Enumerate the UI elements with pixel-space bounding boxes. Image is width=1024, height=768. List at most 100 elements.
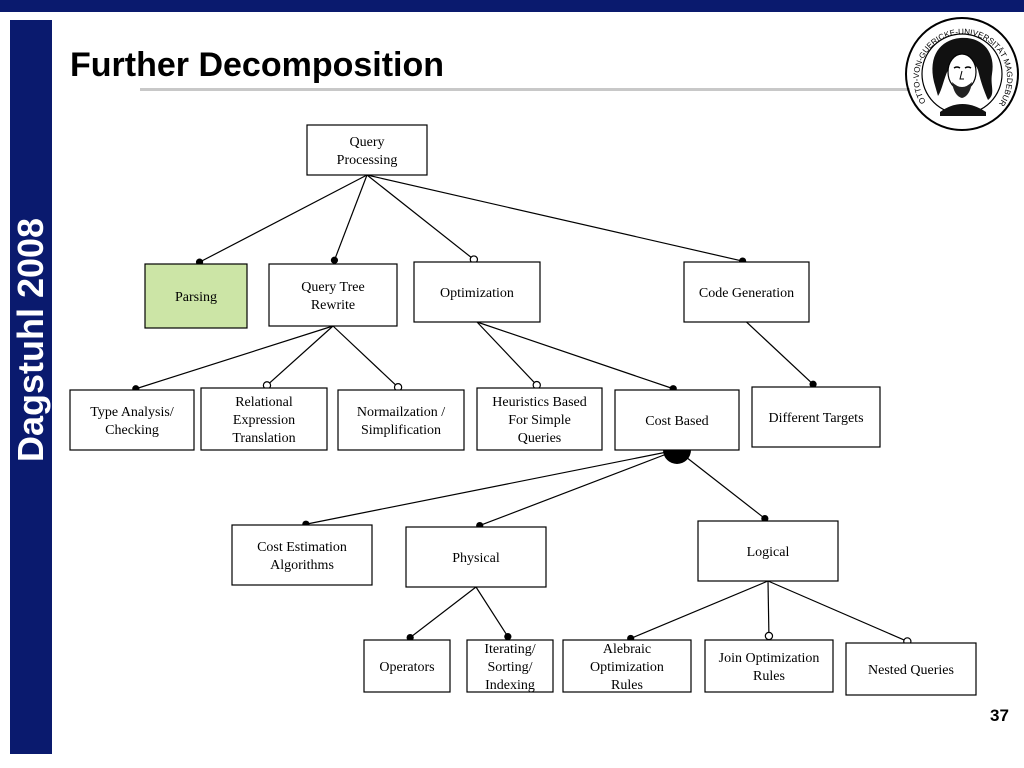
edge-code-generation-to-different-targets (746, 321, 817, 388)
edge-optimization-to-heuristics (476, 321, 541, 390)
edge-line (412, 586, 477, 637)
edge-line (746, 321, 812, 383)
node-label: Different Targets (768, 411, 863, 426)
node-label: Expression (233, 413, 295, 428)
node-type-analysis: Type Analysis/Checking (69, 389, 195, 451)
edge-query-processing-to-parsing (195, 174, 368, 266)
portrait-icon (932, 37, 993, 116)
node-label: Rules (753, 669, 785, 684)
mandatory-marker (406, 633, 414, 642)
edge-query-tree-rewrite-to-relational-expression (262, 325, 334, 390)
node-cost-based: Cost Based (614, 389, 740, 451)
edge-physical-to-iterating (475, 586, 512, 641)
node-label: Type Analysis/ (90, 405, 174, 420)
edge-query-processing-to-optimization (366, 174, 479, 264)
node-label: Query Tree (301, 280, 364, 295)
node-logical: Logical (697, 520, 839, 582)
node-label: Relational (235, 395, 293, 410)
node-label: Rules (611, 678, 643, 693)
edge-line (633, 580, 769, 638)
node-label: Alebraic (603, 642, 651, 657)
node-label: Translation (232, 431, 295, 446)
node-label: Parsing (175, 290, 217, 305)
mandatory-marker (809, 380, 817, 388)
node-label: Optimization (590, 660, 664, 675)
node-box (683, 261, 810, 323)
node-label: Algorithms (270, 558, 334, 573)
node-code-generation: Code Generation (683, 261, 810, 323)
group-marker-layer (663, 450, 691, 464)
edge-line (138, 325, 334, 389)
edge-line (482, 449, 678, 526)
node-label: Rewrite (311, 298, 355, 313)
node-label: Checking (105, 423, 159, 438)
edge-query-processing-to-query-tree-rewrite (330, 174, 368, 264)
edge-query-tree-rewrite-to-normalization (332, 325, 403, 392)
edge-line (268, 325, 334, 384)
node-box (751, 386, 881, 448)
title-underline (140, 88, 910, 91)
node-label: Heuristics Based (492, 395, 586, 410)
node-box (614, 389, 740, 451)
node-box (562, 639, 692, 693)
or-group-arc (663, 450, 691, 464)
node-optimization: Optimization (413, 261, 541, 323)
mandatory-marker (761, 514, 769, 523)
optional-marker (764, 631, 774, 641)
node-box (268, 263, 398, 327)
edge-physical-to-operators (406, 586, 477, 642)
node-parsing: Parsing (144, 263, 248, 329)
node-label: Operators (379, 660, 434, 675)
mandatory-marker (330, 256, 339, 264)
node-box (405, 526, 547, 588)
node-box (363, 639, 451, 693)
edge-line (767, 580, 770, 634)
node-box (231, 524, 373, 586)
slide-title: Further Decomposition (70, 46, 445, 84)
edge-cost-based-to-logical (676, 449, 769, 523)
node-label: Sorting/ (487, 660, 532, 675)
node-label: Iterating/ (484, 642, 535, 657)
edge-line (475, 586, 507, 635)
node-label: Queries (518, 431, 562, 446)
edge-line (476, 321, 671, 389)
node-label: Optimization (440, 286, 514, 301)
edge-optimization-to-cost-based (476, 321, 677, 393)
node-label: Query (350, 135, 385, 150)
node-label: Logical (747, 545, 790, 560)
node-box (704, 639, 834, 693)
node-label: For Simple (508, 413, 571, 428)
edge-line (366, 174, 472, 259)
edge-line (308, 449, 678, 525)
edge-line (476, 321, 536, 384)
node-box (306, 124, 428, 176)
edge-line (334, 174, 368, 258)
node-label: Join Optimization (719, 651, 820, 666)
mandatory-marker (504, 633, 512, 641)
edge-cost-based-to-cost-estimation (302, 449, 678, 528)
node-normalization: Normailzation /Simplification (337, 389, 465, 451)
node-box (413, 261, 541, 323)
node-label: Indexing (485, 678, 535, 693)
edge-logical-to-nested-queries (767, 580, 912, 646)
node-label: Cost Estimation (257, 540, 347, 555)
node-box (144, 263, 248, 329)
top-border-bar (0, 0, 1024, 12)
node-operators: Operators (363, 639, 451, 693)
edge-cost-based-to-physical (476, 449, 678, 530)
node-box (466, 639, 554, 693)
side-band (10, 20, 52, 754)
edge-line (767, 580, 905, 641)
node-label: Physical (452, 551, 500, 566)
node-label: Normailzation / (357, 405, 445, 420)
edge-line (201, 174, 368, 262)
node-physical: Physical (405, 526, 547, 588)
university-seal-logo: OTTO-VON-GUERICKE-UNIVERSITÄT MAGDEBURG (904, 16, 1019, 131)
